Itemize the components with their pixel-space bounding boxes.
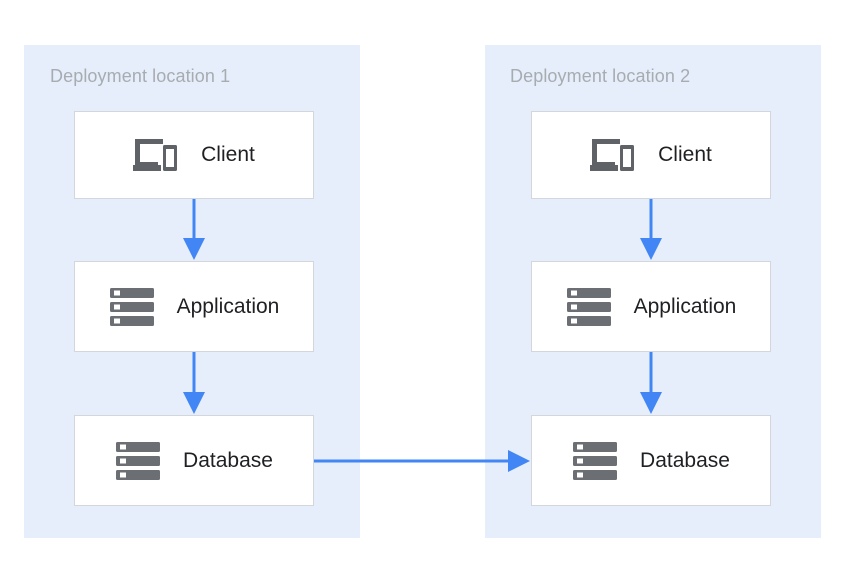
server-rack-icon bbox=[115, 441, 161, 481]
node-application2[interactable]: Application bbox=[531, 261, 771, 352]
zone-title-deployment-location-2: Deployment location 2 bbox=[510, 66, 691, 86]
node-label-client1: Client bbox=[201, 143, 255, 166]
zone-title-deployment-location-1: Deployment location 1 bbox=[50, 66, 231, 86]
node-label-application1: Application bbox=[176, 294, 280, 318]
node-application1[interactable]: Application bbox=[74, 261, 314, 352]
server-rack-icon bbox=[566, 287, 612, 327]
node-database2[interactable]: Database bbox=[531, 415, 771, 506]
node-label-database1: Database bbox=[183, 448, 273, 472]
node-database1[interactable]: Database bbox=[74, 415, 314, 506]
node-label-application2: Application bbox=[633, 294, 737, 318]
node-client2[interactable]: Client bbox=[531, 111, 771, 199]
client-devices-icon bbox=[590, 135, 636, 175]
node-client1[interactable]: Client bbox=[74, 111, 314, 199]
server-rack-icon bbox=[109, 287, 155, 327]
node-label-client2: Client bbox=[658, 143, 712, 166]
client-devices-icon bbox=[133, 135, 179, 175]
server-rack-icon bbox=[572, 441, 618, 481]
node-label-database2: Database bbox=[640, 448, 730, 472]
